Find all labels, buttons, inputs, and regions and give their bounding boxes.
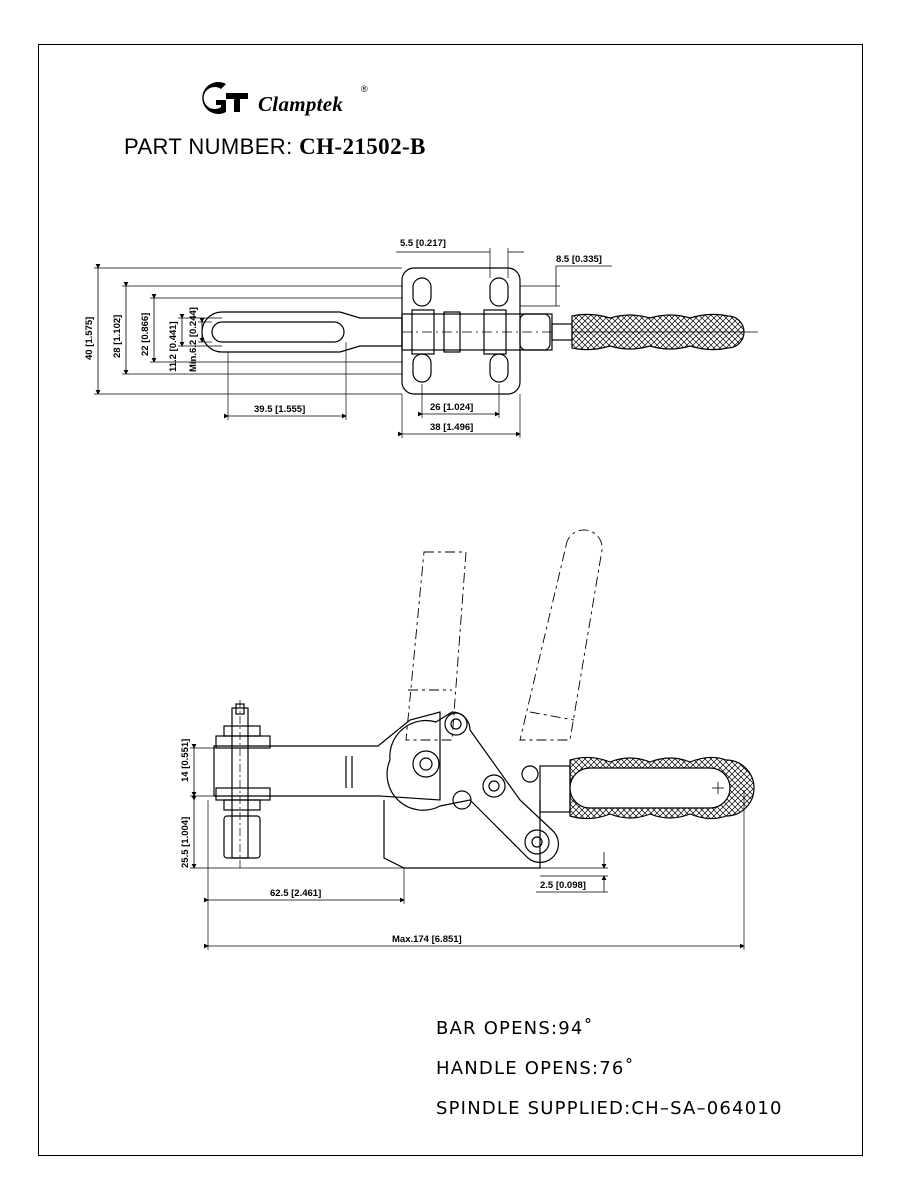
pivot-pin xyxy=(444,712,468,736)
dim-max-174: Max.174 [6.851] xyxy=(392,934,462,945)
linkage-body xyxy=(386,711,560,864)
note-handle-opens: HANDLE OPENS:76˚ xyxy=(436,1058,635,1079)
top-view xyxy=(94,248,758,438)
note-bar-opens: BAR OPENS:94˚ xyxy=(436,1018,594,1039)
dim-5-5: 5.5 [0.217] xyxy=(400,238,446,249)
registered-mark: ® xyxy=(361,84,368,94)
pivot-pin xyxy=(482,774,506,798)
handle-stem xyxy=(539,765,571,813)
dim-25-5: 25.5 [1.004] xyxy=(180,817,191,868)
mount-slot xyxy=(489,277,509,307)
part-number-label: PART NUMBER: xyxy=(124,134,293,159)
base xyxy=(383,800,541,869)
dim-8-5: 8.5 [0.335] xyxy=(556,254,602,265)
pivot-pin xyxy=(412,750,440,778)
clamptek-logo-icon xyxy=(202,82,248,114)
dim-11-2: 11.2 [0.441] xyxy=(168,321,179,372)
part-number-line: PART NUMBER: CH-21502-B xyxy=(124,134,426,160)
mount-slot xyxy=(489,353,509,383)
base-plate xyxy=(401,267,521,395)
clamp-bar xyxy=(201,311,403,353)
mount-slot xyxy=(412,277,432,307)
spindle-nut xyxy=(215,787,271,801)
dim-2-5: 2.5 [0.098] xyxy=(540,880,586,891)
side-view xyxy=(190,529,755,950)
side-view-dimensions: 14 [0.551] 25.5 [1.004] 62.5 [2.461] 2.5… xyxy=(180,739,586,945)
open-position-outline xyxy=(405,529,603,741)
dim-38: 38 [1.496] xyxy=(430,422,473,433)
dim-28: 28 [1.102] xyxy=(112,315,123,358)
dim-62-5: 62.5 [2.461] xyxy=(270,888,321,899)
clamp-arm xyxy=(213,711,441,801)
pivot-pin xyxy=(524,829,550,855)
dim-39-5: 39.5 [1.555] xyxy=(254,404,305,415)
handle-rod xyxy=(551,323,573,341)
mount-slot xyxy=(412,353,432,383)
top-view-dimensions: 5.5 [0.217] 8.5 [0.335] 40 [1.575] 28 [1… xyxy=(84,238,602,433)
bar-slot xyxy=(211,321,345,343)
dim-26: 26 [1.024] xyxy=(430,402,473,413)
note-spindle-supplied: SPINDLE SUPPLIED:CH–SA–064010 xyxy=(436,1098,783,1119)
dim-22: 22 [0.866] xyxy=(140,313,151,356)
part-number-value: CH-21502-B xyxy=(299,134,426,159)
drawing-frame xyxy=(38,44,863,1156)
brand-name: Clamptek xyxy=(258,92,344,116)
dim-min-6-2: Min.6.2 [0.244] xyxy=(188,307,199,372)
dim-14: 14 [0.551] xyxy=(180,739,191,782)
spindle-pad xyxy=(223,815,261,859)
dim-40: 40 [1.575] xyxy=(84,317,95,360)
pivot-pin xyxy=(452,790,472,810)
